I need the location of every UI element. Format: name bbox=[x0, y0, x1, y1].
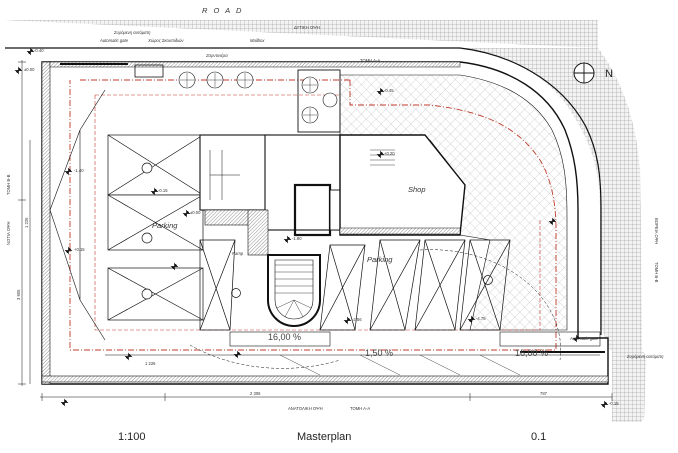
parking-bays-right bbox=[199, 239, 511, 331]
shop-label: Shop bbox=[408, 185, 426, 194]
level-label: -0.40 bbox=[34, 48, 44, 53]
level-label: +0.20 bbox=[384, 151, 395, 156]
level-label: -0.15 bbox=[609, 401, 619, 406]
planter-box bbox=[297, 69, 341, 133]
south-wall bbox=[41, 375, 609, 383]
top-section-label: ΤΟΜΗ Α-Α bbox=[360, 58, 380, 63]
east-side-view-label: ΒΟΡΕΙΑ ΟΨΗ bbox=[654, 218, 659, 244]
west-top-view-label: ΔΥΤΙΚΗ ΟΨΗ bbox=[294, 25, 320, 30]
scale-label: 1:100 bbox=[118, 431, 146, 443]
level-label: -4.75 bbox=[476, 316, 486, 321]
parking-bays-left bbox=[107, 134, 204, 321]
curved-road-grid bbox=[460, 48, 642, 350]
ramps bbox=[105, 249, 601, 376]
bin-area-label: Χώρος Σκουπιδιών bbox=[147, 38, 184, 43]
roof-hip-lines bbox=[49, 89, 106, 341]
dimension-lines bbox=[18, 60, 613, 401]
planter-label: Ζαρντινιέρα bbox=[205, 53, 228, 58]
level-label: ±0.00 bbox=[24, 67, 35, 72]
north-arrow: N bbox=[573, 62, 613, 84]
west-wall bbox=[41, 61, 51, 385]
road-pavement-right bbox=[598, 20, 678, 260]
setback-line-inner bbox=[94, 94, 541, 331]
level-label: ±0.00 bbox=[190, 210, 201, 215]
automatic-gate-bottom-label: Automatic gate bbox=[569, 336, 599, 341]
north-label: N bbox=[605, 68, 613, 80]
automatic-gate-bottom-gr-label: Συρόμενη αυτόματη bbox=[626, 354, 664, 359]
north-wall bbox=[49, 61, 461, 68]
road-label: R O A D bbox=[202, 6, 243, 15]
ramp-mid-slope: 1,50 % bbox=[365, 348, 393, 358]
parking-right-label: Parking bbox=[367, 255, 393, 264]
west-section-label: ΤΟΜΗ Β-Β bbox=[6, 174, 11, 195]
bottom-view-label: ΑΝΑΤΟΛΙΚΗ ΟΨΗ bbox=[288, 406, 323, 411]
automatic-gate-top-label: Automatic gate bbox=[99, 38, 129, 43]
shop-wall-hatch bbox=[339, 227, 461, 235]
ramp-right-slope: 16,00 % bbox=[515, 348, 548, 358]
west-side-view-label: ΝΟΤΙΑ ΟΨΗ bbox=[6, 221, 11, 245]
level-label: -0.45 bbox=[384, 88, 394, 93]
dim-bottom-right: 787 bbox=[540, 391, 548, 396]
level-label: -2.56 bbox=[352, 317, 362, 322]
gates bbox=[60, 63, 605, 353]
automatic-gate-top-gr-label: Συρόμενη αυτόματη bbox=[113, 30, 151, 35]
bin-enclosure bbox=[134, 64, 164, 78]
dim-bottom-left: 1 226 bbox=[145, 361, 156, 366]
level-label: -0.15 bbox=[158, 188, 168, 193]
mailbox-label: Mailbox bbox=[250, 38, 265, 43]
drawing-title: Masterplan bbox=[297, 431, 352, 443]
dim-bottom-mid: 2 306 bbox=[250, 391, 261, 396]
ramp-left-slope: 16,00 % bbox=[268, 332, 301, 342]
level-label: +0.15 bbox=[74, 247, 85, 252]
bottom-section-label: ΤΟΜΗ Α-Α bbox=[350, 406, 370, 411]
corner-grid bbox=[612, 342, 642, 422]
building-core bbox=[199, 134, 366, 256]
spiral-staircase bbox=[267, 254, 321, 327]
level-label: -1.40 bbox=[74, 168, 84, 173]
sheet-number: 0.1 bbox=[531, 431, 547, 443]
parking-left-label: Parking bbox=[152, 221, 178, 230]
dim-left-bottom: 3 905 bbox=[16, 289, 21, 300]
trees bbox=[178, 71, 338, 124]
level-label: -1.90 bbox=[292, 236, 302, 241]
shop-stairs bbox=[370, 149, 395, 166]
ramp-label: Ramp bbox=[232, 251, 244, 256]
road-curb-curve bbox=[459, 47, 602, 335]
east-section-label: ΤΟΜΗ Β-Β bbox=[654, 262, 659, 283]
dim-left-top: 1 226 bbox=[24, 217, 29, 228]
level-labels: -0.40 ±0.00 -1.40 +0.15 -0.15 ±0.00 -1.9… bbox=[24, 48, 619, 406]
